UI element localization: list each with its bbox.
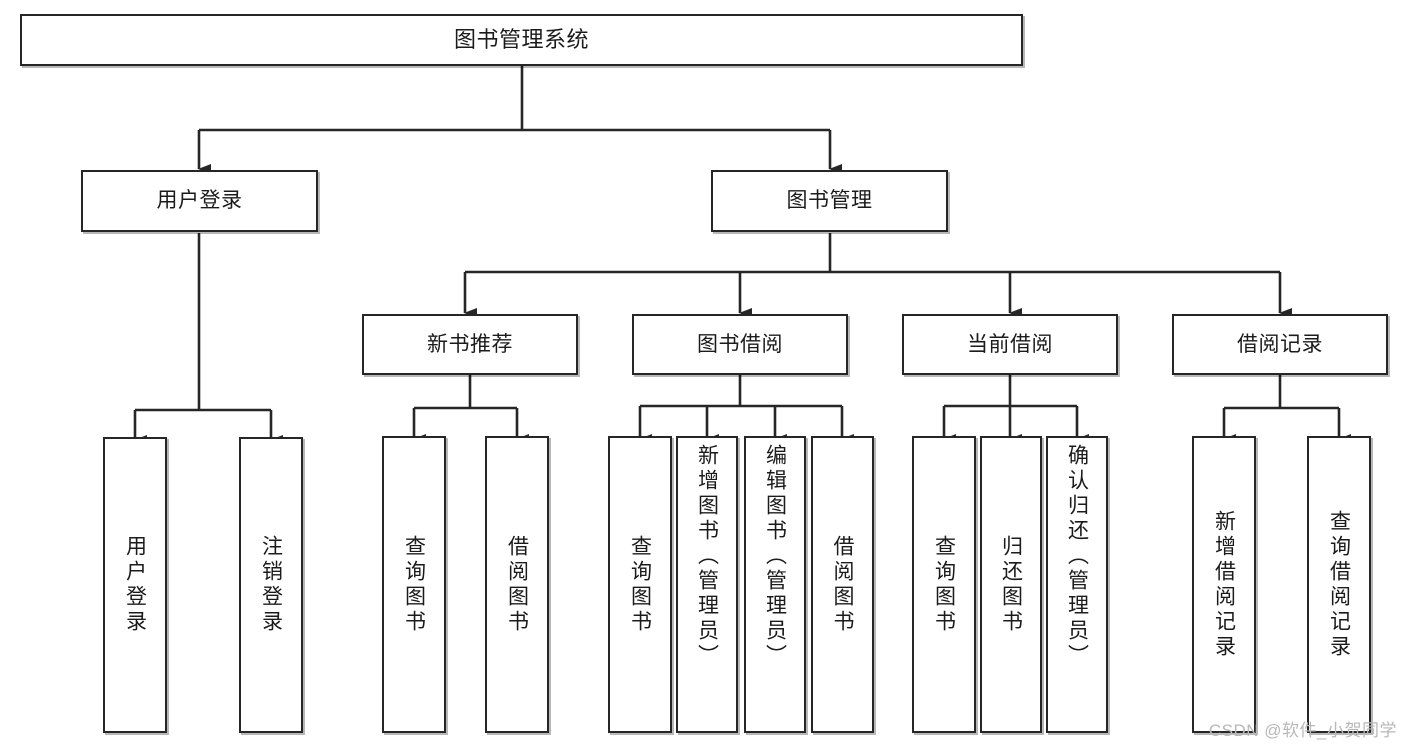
- node-current-borrow[interactable]: 当前借阅: [902, 314, 1118, 375]
- node-label: 编辑图书（管理员）: [763, 444, 787, 669]
- node-root-system[interactable]: 图书管理系统: [20, 14, 1023, 66]
- node-label: 查询借阅记录: [1327, 509, 1351, 660]
- node-label: 新增借阅记录: [1212, 509, 1236, 660]
- node-label: 借阅图书: [831, 534, 854, 635]
- node-user-login[interactable]: 用户登录: [81, 170, 318, 232]
- node-label: 用户登录: [156, 189, 243, 213]
- node-new-book-recommend[interactable]: 新书推荐: [362, 314, 578, 375]
- node-leaf-query-book-1[interactable]: 查询图书: [382, 436, 446, 733]
- node-book-borrow[interactable]: 图书借阅: [632, 314, 848, 375]
- node-leaf-return-book[interactable]: 归还图书: [980, 436, 1042, 733]
- node-leaf-add-record[interactable]: 新增借阅记录: [1192, 436, 1256, 733]
- node-label: 查询图书: [932, 534, 956, 635]
- node-label: 借阅记录: [1237, 332, 1323, 356]
- node-label: 图书管理系统: [453, 26, 589, 52]
- node-label: 查询图书: [628, 534, 652, 635]
- node-label: 当前借阅: [967, 332, 1053, 356]
- node-leaf-borrow-book-2[interactable]: 借阅图书: [811, 436, 874, 733]
- node-label: 图书借阅: [697, 332, 783, 356]
- node-leaf-confirm-return[interactable]: 确认归还（管理员）: [1046, 436, 1108, 733]
- node-label: 注销登录: [259, 535, 283, 635]
- node-book-manage[interactable]: 图书管理: [711, 170, 948, 232]
- node-label: 查询图书: [402, 534, 426, 635]
- node-leaf-query-book-3[interactable]: 查询图书: [912, 436, 976, 733]
- node-label: 归还图书: [999, 534, 1023, 635]
- node-label: 借阅图书: [505, 534, 529, 635]
- node-leaf-add-book[interactable]: 新增图书（管理员）: [676, 436, 738, 733]
- node-label: 新增图书（管理员）: [695, 444, 719, 669]
- node-label: 图书管理: [786, 189, 873, 213]
- node-leaf-user-login[interactable]: 用户登录: [103, 437, 167, 733]
- node-label: 确认归还（管理员）: [1065, 444, 1089, 669]
- node-label: 新书推荐: [427, 332, 513, 356]
- node-leaf-edit-book[interactable]: 编辑图书（管理员）: [744, 436, 806, 733]
- node-label: 用户登录: [123, 535, 147, 635]
- node-leaf-borrow-book-1[interactable]: 借阅图书: [485, 436, 549, 733]
- node-borrow-record[interactable]: 借阅记录: [1172, 314, 1388, 375]
- node-leaf-logout-login[interactable]: 注销登录: [239, 437, 303, 733]
- node-leaf-query-record[interactable]: 查询借阅记录: [1307, 436, 1371, 733]
- node-leaf-query-book-2[interactable]: 查询图书: [608, 436, 672, 733]
